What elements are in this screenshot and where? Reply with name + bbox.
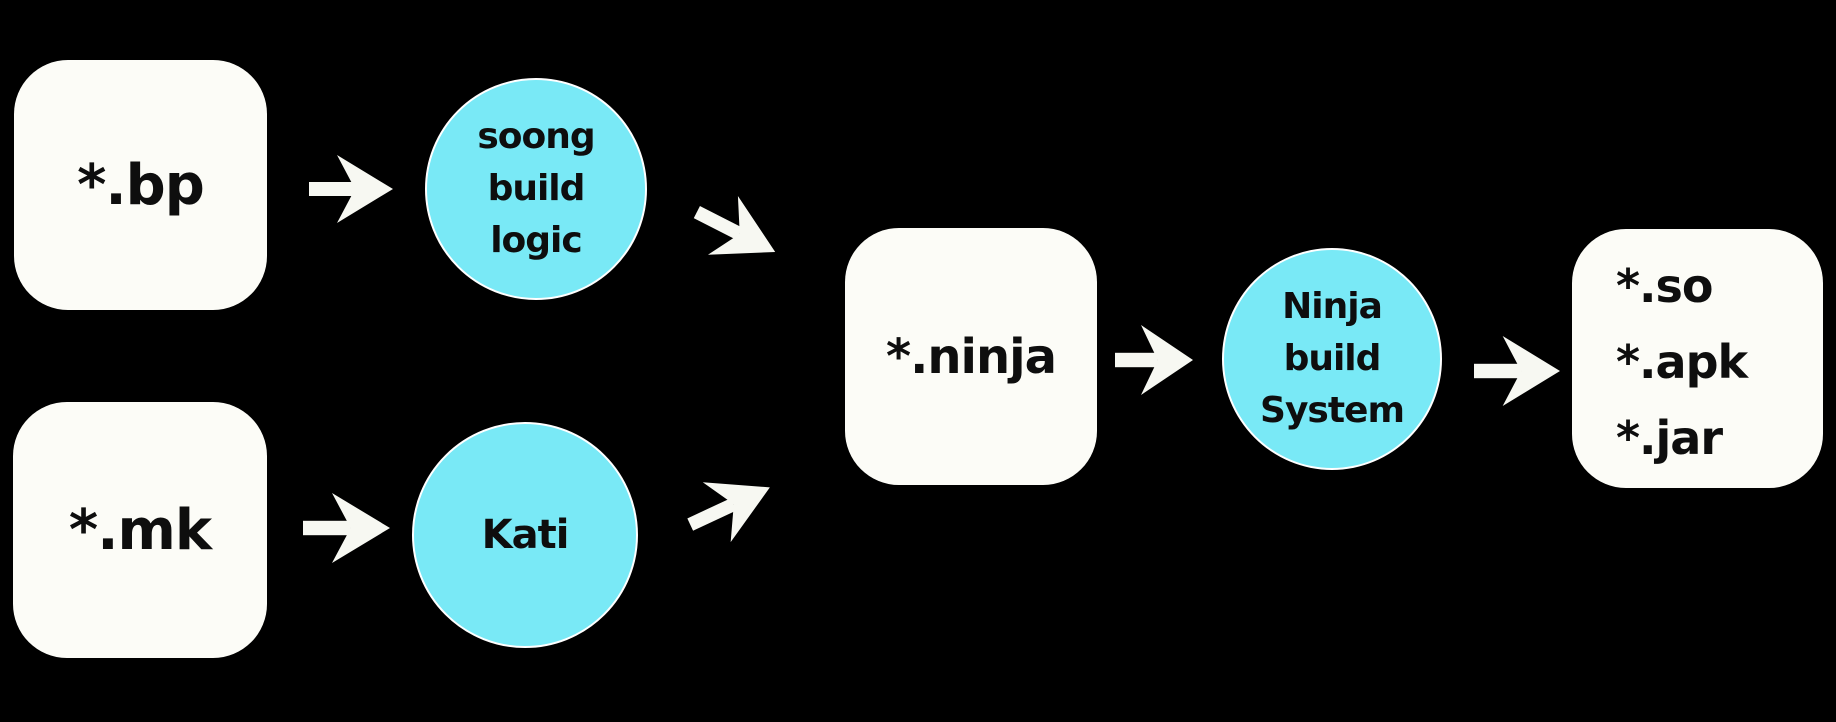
- node-kati-label: Kati: [481, 512, 570, 558]
- arrow-up-right-icon: [687, 482, 770, 543]
- arrow-right-icon: [309, 155, 393, 223]
- node-outputs-line-so: *.so: [1616, 258, 1714, 313]
- arrow-mk-to-kati: [303, 493, 390, 563]
- node-outputs-line-apk: *.apk: [1616, 334, 1748, 389]
- node-ninja-build-system: Ninja build System: [1222, 248, 1442, 470]
- arrow-right-icon: [1474, 336, 1560, 406]
- node-ninja-build-system-label: Ninja build System: [1260, 281, 1405, 437]
- arrow-down-right-icon: [693, 195, 776, 255]
- node-bp: *.bp: [14, 60, 267, 310]
- node-ninja-file-label: *.ninja: [886, 328, 1057, 385]
- node-outputs-line-jar: *.jar: [1616, 410, 1723, 465]
- arrow-bp-to-soong: [309, 155, 393, 223]
- node-mk: *.mk: [13, 402, 267, 658]
- arrow-soong-to-ninja: [682, 183, 790, 282]
- node-soong-build-logic: soong build logic: [425, 78, 647, 300]
- node-soong-line-2: build: [487, 168, 586, 209]
- arrow-kati-to-ninja: [676, 457, 784, 554]
- node-ninja-build-system-line-3: System: [1260, 390, 1405, 431]
- node-ninja-build-system-line-2: build: [1283, 338, 1382, 379]
- node-soong-line-1: soong: [477, 116, 595, 157]
- node-soong-label: soong build logic: [477, 111, 595, 267]
- node-ninja-build-system-line-1: Ninja: [1282, 286, 1383, 327]
- arrow-ninja-to-buildsystem: [1115, 325, 1193, 395]
- node-kati: Kati: [412, 422, 638, 648]
- node-soong-line-3: logic: [490, 220, 583, 261]
- node-outputs-label: *.so *.apk *.jar: [1572, 229, 1823, 488]
- arrow-right-icon: [1115, 325, 1193, 395]
- arrow-right-icon: [303, 493, 390, 563]
- node-outputs: *.so *.apk *.jar: [1572, 229, 1823, 488]
- arrow-buildsystem-to-outputs: [1474, 336, 1560, 406]
- node-bp-label: *.bp: [77, 152, 205, 218]
- node-ninja-file: *.ninja: [845, 228, 1097, 485]
- node-mk-label: *.mk: [68, 497, 212, 563]
